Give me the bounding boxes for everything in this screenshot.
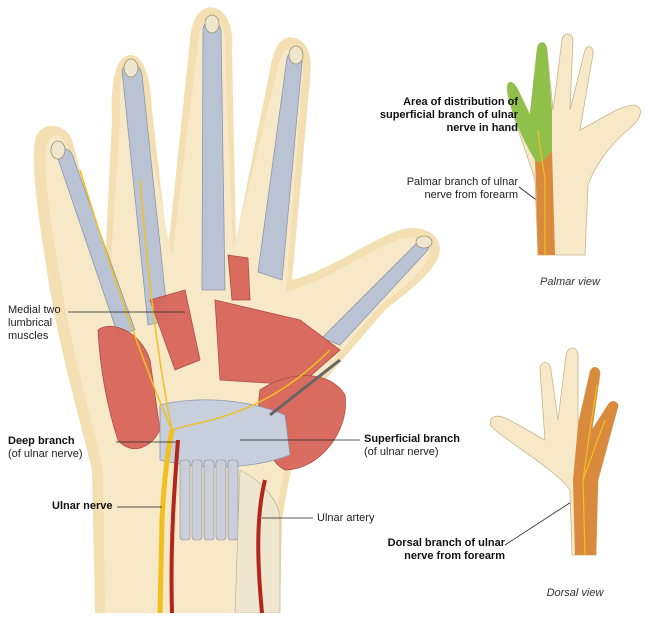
label-palmar-branch-line-1: Palmar branch of ulnar xyxy=(406,176,518,188)
hypothenar-muscles xyxy=(97,325,161,450)
label-medial-lumbricals-line-3: muscles xyxy=(8,330,49,342)
lumbrical-index xyxy=(227,254,251,301)
label-ulnar-nerve: Ulnar nerve xyxy=(52,500,113,512)
label-superficial-branch: Superficial branch (of ulnar nerve) xyxy=(364,433,460,459)
label-dorsal-branch-line-2: nerve from forearm xyxy=(404,550,505,562)
label-medial-lumbricals-line-1: Medial two xyxy=(8,304,61,316)
palmar-view-hand xyxy=(506,33,641,256)
palmar-ulnar-area-green xyxy=(507,42,552,162)
hand-muscles xyxy=(97,254,346,471)
label-dorsal-view: Dorsal view xyxy=(546,587,604,599)
label-superficial-branch-line-2: (of ulnar nerve) xyxy=(364,446,439,458)
label-area-distribution-line-3: nerve in hand xyxy=(446,122,518,134)
ulnar-artery-hand xyxy=(169,439,180,614)
label-ulnar-artery: Ulnar artery xyxy=(317,512,375,524)
label-deep-branch-line-1: Deep branch xyxy=(8,435,75,447)
label-area-distribution: Area of distribution of superficial bran… xyxy=(348,96,518,135)
dorsal-view-hand xyxy=(489,347,619,556)
phalanx-thumb xyxy=(415,235,433,249)
label-superficial-branch-line-1: Superficial branch xyxy=(364,433,460,445)
label-dorsal-branch: Dorsal branch of ulnar nerve from forear… xyxy=(355,537,505,563)
label-deep-branch-line-2: (of ulnar nerve) xyxy=(8,448,83,460)
distal-phalanges xyxy=(50,14,433,249)
main-hand-illustration xyxy=(33,7,440,614)
phalanx-little xyxy=(50,140,66,160)
label-medial-lumbricals-line-2: lumbrical xyxy=(8,317,53,329)
label-area-distribution-line-2: superficial branch of ulnar xyxy=(379,109,518,121)
label-deep-branch: Deep branch (of ulnar nerve) xyxy=(8,435,83,461)
retractor xyxy=(269,358,341,417)
label-dorsal-branch-line-1: Dorsal branch of ulnar xyxy=(387,537,505,549)
label-area-distribution-line-1: Area of distribution of xyxy=(403,96,518,108)
tendon-middle-finger xyxy=(201,20,226,291)
label-palmar-branch-line-2: nerve from forearm xyxy=(424,189,518,201)
phalanx-ring xyxy=(123,58,139,78)
phalanx-index xyxy=(288,45,304,65)
phalanx-middle xyxy=(204,14,220,34)
palmar-branch-nerve xyxy=(537,129,546,255)
ulnar-artery-vessel xyxy=(256,479,267,614)
adductor-pollicis xyxy=(214,299,341,386)
lumbrical-muscles xyxy=(149,289,201,371)
label-palmar-view: Palmar view xyxy=(540,276,600,288)
nerve-branches xyxy=(79,169,331,431)
dorsal-branch-nerve xyxy=(582,384,606,556)
forearm-tendons xyxy=(179,459,239,541)
label-palmar-branch: Palmar branch of ulnar nerve from forear… xyxy=(368,176,518,202)
label-medial-lumbricals: Medial two lumbrical muscles xyxy=(8,304,61,343)
flexor-retinaculum xyxy=(159,399,291,468)
ulnar-nerve-trunk xyxy=(157,429,175,614)
